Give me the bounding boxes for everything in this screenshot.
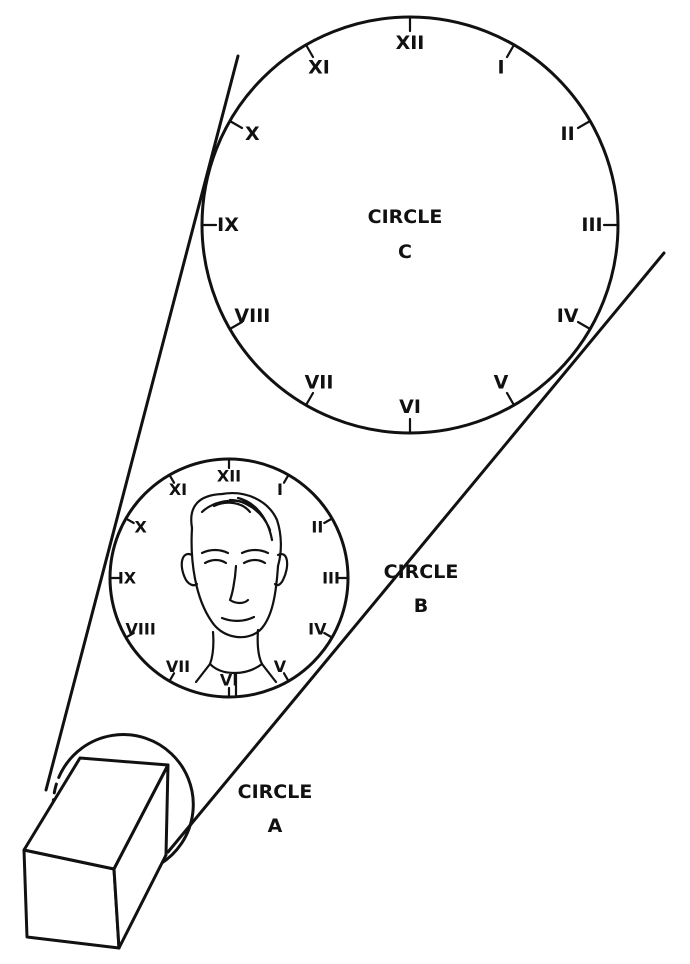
circle-b-numeral: I: [277, 480, 283, 499]
circle-c-numeral: V: [494, 372, 509, 394]
circle-b-tick: [168, 672, 176, 683]
circle-c-tick: [505, 43, 516, 59]
circle-b-numeral: VII: [166, 657, 190, 676]
circle-c-tick: [505, 391, 516, 407]
circle-c-numeral: IX: [217, 214, 239, 236]
circle-c-tick: [304, 391, 315, 407]
circle-b-tick: [124, 517, 135, 525]
circle-b-tick: [323, 631, 334, 639]
circle-b-tick: [124, 631, 135, 639]
circle-b-numeral: VI: [220, 671, 238, 690]
box-side-face: [112, 763, 170, 950]
circle-b-numeral: II: [311, 518, 323, 537]
circle-c-label-line1: CIRCLE: [368, 206, 443, 228]
circle-c-tick-marks: [200, 15, 620, 435]
circle-a-solid-arc: [60, 733, 195, 866]
circle-b-label-line2: B: [414, 595, 428, 617]
circle-c-numeral: II: [561, 123, 575, 145]
circle-c-label-line2: C: [398, 241, 412, 263]
circle-c-numeral: I: [497, 56, 504, 78]
circle-a-label-line1: CIRCLE: [238, 781, 313, 803]
circle-c-numeral: X: [245, 123, 260, 145]
circle-c-numeral: VI: [399, 396, 421, 418]
circle-b-numeral: VIII: [126, 620, 156, 639]
circle-c-tick: [228, 119, 244, 130]
circle-a-label-line2: A: [268, 815, 283, 837]
circle-b: [108, 457, 350, 699]
circle-c-numeral: III: [581, 214, 602, 236]
circle-b-numeral: X: [134, 518, 147, 537]
circle-c-numeral: XI: [308, 56, 330, 78]
circle-c-numeral: VIII: [234, 305, 270, 327]
circle-b-numeral: XII: [217, 467, 241, 486]
circle-c-numeral: VII: [305, 372, 334, 394]
box: [22, 756, 170, 950]
circle-c-tick: [228, 320, 244, 331]
circle-b-tick: [282, 672, 290, 683]
circle-c-numeral: IV: [557, 305, 579, 327]
circle-b-numeral: IX: [118, 569, 137, 588]
right-sight-line: [166, 251, 666, 854]
circle-c-tick: [576, 320, 592, 331]
circle-b-numeral: IV: [308, 620, 327, 639]
circle-c-tick: [304, 43, 315, 59]
circle-b-tick: [282, 473, 290, 484]
circle-b-numeral: XI: [169, 480, 187, 499]
circle-b-numeral: V: [274, 657, 287, 676]
circle-c-tick: [576, 119, 592, 130]
circle-b-tick: [168, 473, 176, 484]
circle-b-tick: [323, 517, 334, 525]
circle-b-tick-marks: [108, 457, 350, 699]
man-portrait: [180, 492, 289, 697]
circle-b-label-line1: CIRCLE: [384, 561, 459, 583]
circle-c-numeral: XII: [396, 32, 425, 54]
circle-b-numeral: III: [322, 569, 340, 588]
